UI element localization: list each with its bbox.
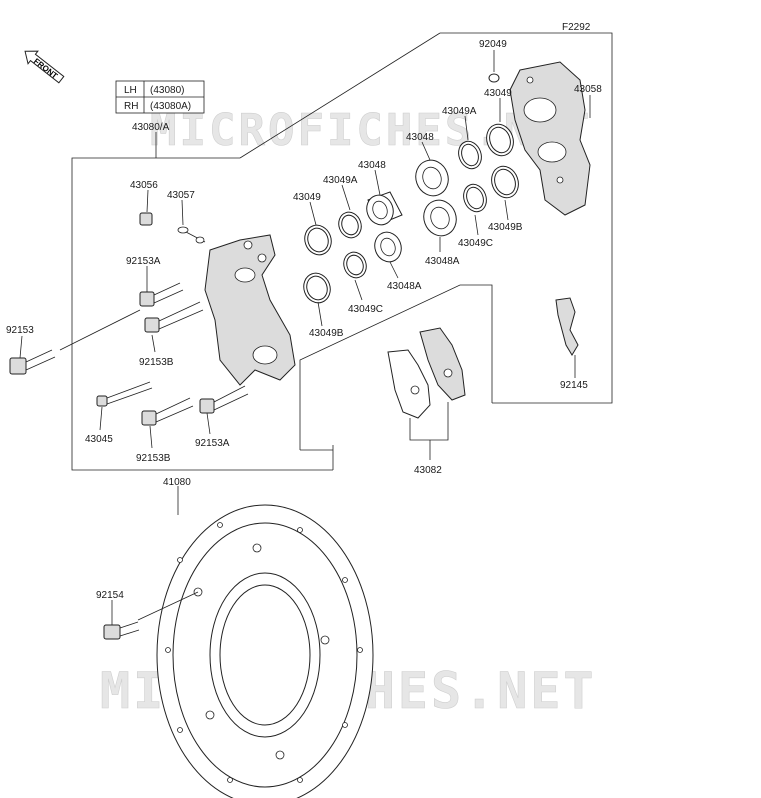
pad-spring [555,297,579,356]
seal-rings [303,73,519,304]
caliper-left-half [204,234,296,386]
label-43048-mid: 43048 [358,160,386,171]
brake-pads [387,327,466,419]
label-43058: 43058 [574,84,602,95]
variant-row-2-side: RH [124,101,138,112]
label-43080a: 43080/A [132,122,170,133]
front-direction-badge: FRONT [24,50,65,84]
bleeder-valve [139,212,206,244]
label-43049a-mid: 43049A [323,175,358,186]
label-92154: 92154 [96,590,124,601]
label-43056: 43056 [130,180,158,191]
variant-row-1-part: (43080) [150,85,184,96]
front-label: FRONT [32,57,59,81]
label-92153: 92153 [6,325,34,336]
variant-row-2-part: (43080A) [150,101,191,112]
label-43049a-top: 43049A [442,106,477,117]
caliper-right-half [509,61,591,216]
label-43057: 43057 [167,190,195,201]
leader-lines [19,50,591,625]
label-41080: 41080 [163,477,191,488]
variant-table: LH (43080) RH (43080A) [115,80,205,114]
part-labels: 92049 43049 43058 43049A 43048 43048 430… [6,39,602,601]
label-92153a-bottom: 92153A [195,438,230,449]
variant-row-1-side: LH [124,85,137,96]
label-43045: 43045 [85,434,113,445]
label-43049c-mid: 43049C [348,304,383,315]
label-43049b-mid: 43049B [309,328,344,339]
label-43049b-right: 43049B [488,222,523,233]
label-43082: 43082 [414,465,442,476]
bolts [9,282,249,640]
label-43048a-mid: 43048A [387,281,422,292]
label-43049-top: 43049 [484,88,512,99]
label-43049c-right: 43049C [458,238,493,249]
label-43048-top: 43048 [406,132,434,143]
assembly-frame-lines [71,32,613,471]
pistons [366,159,457,263]
label-92153b-bottom: 92153B [136,453,171,464]
label-92153b-top: 92153B [139,357,174,368]
label-92153a-top: 92153A [126,256,161,267]
label-92049: 92049 [479,39,507,50]
brake-disc [156,504,374,798]
label-43048a-right: 43048A [425,256,460,267]
diagram-code: F2292 [562,22,591,33]
label-43049-mid: 43049 [293,192,321,203]
label-92145: 92145 [560,380,588,391]
